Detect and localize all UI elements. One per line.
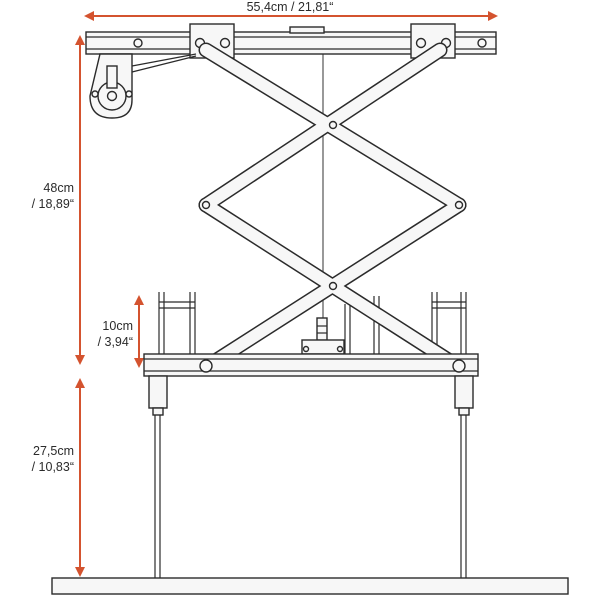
pivot-right-elbow	[454, 200, 464, 210]
drop-label-cm: 27,5cm	[33, 444, 74, 458]
center-tension-spring	[301, 317, 345, 355]
scissor-mechanism	[198, 42, 467, 375]
pivot-left-elbow	[201, 200, 211, 210]
width-label: 55,4cm / 21,81“	[247, 0, 334, 14]
pivot-upper-center	[328, 120, 338, 130]
mounting-post-left	[148, 375, 168, 578]
stroke-label-in: / 3,94“	[98, 335, 133, 349]
drop-dimension: 27,5cm / 10,83“	[32, 378, 85, 577]
width-dimension: 55,4cm / 21,81“	[84, 0, 498, 21]
bottom-rail	[143, 353, 479, 377]
mounting-post-right	[454, 375, 474, 578]
total-height-label-in: / 18,89“	[32, 197, 74, 211]
total-height-label-cm: 48cm	[43, 181, 74, 195]
stroke-dimension: 10cm / 3,94“	[98, 295, 144, 368]
motor-pulley-housing	[89, 53, 197, 119]
total-height-dimension: 48cm / 18,89“	[32, 35, 85, 365]
base-plate	[51, 577, 569, 595]
pivot-lower-center	[328, 281, 338, 291]
drop-label-in: / 10,83“	[32, 460, 74, 474]
stroke-label-cm: 10cm	[102, 319, 133, 333]
